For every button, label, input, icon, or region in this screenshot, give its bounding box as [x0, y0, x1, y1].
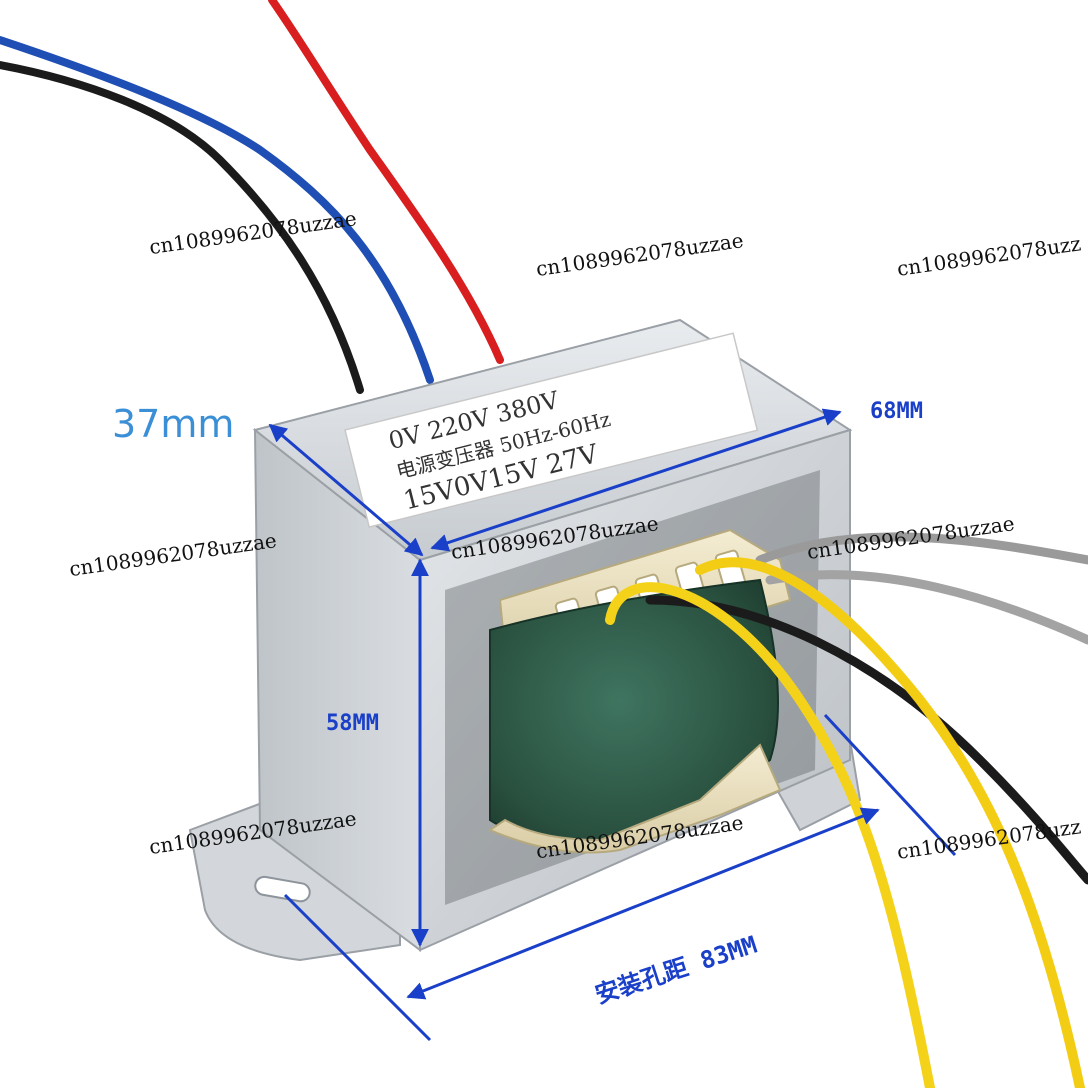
red-wire	[268, 0, 504, 364]
width-arrow	[430, 408, 842, 552]
dimension-annotations	[268, 408, 957, 1042]
yellow-wire-1	[605, 582, 935, 1088]
blue-wire	[0, 36, 434, 384]
watermark: cn1089962078uzzae	[535, 228, 745, 281]
depth-label: 37mm	[112, 402, 234, 446]
gray-wire-2	[765, 570, 1088, 645]
hole-spacing-arrow	[406, 807, 880, 1000]
hole-extension-right	[823, 713, 957, 857]
output-wires	[605, 532, 1088, 1088]
transformer-body: 0V 220V 380V 电源变压器 50Hz-60Hz 15V0V15V 27…	[188, 318, 862, 962]
watermark: cn1089962078uzzae	[148, 206, 358, 259]
hole-extension-left	[283, 893, 432, 1042]
depth-arrow	[268, 423, 424, 557]
input-wires	[0, 0, 504, 394]
watermark: cn1089962078uzzae	[68, 528, 278, 581]
mounting-hole	[254, 875, 311, 903]
width-label: 68MM	[870, 399, 923, 424]
height-label: 58MM	[326, 711, 379, 736]
yellow-wire-2	[695, 557, 1085, 1088]
watermark: cn1089962078uzz	[896, 231, 1083, 281]
hole-spacing-label: 安装孔距 83MM	[592, 931, 761, 1010]
black-wire-top	[0, 61, 364, 394]
